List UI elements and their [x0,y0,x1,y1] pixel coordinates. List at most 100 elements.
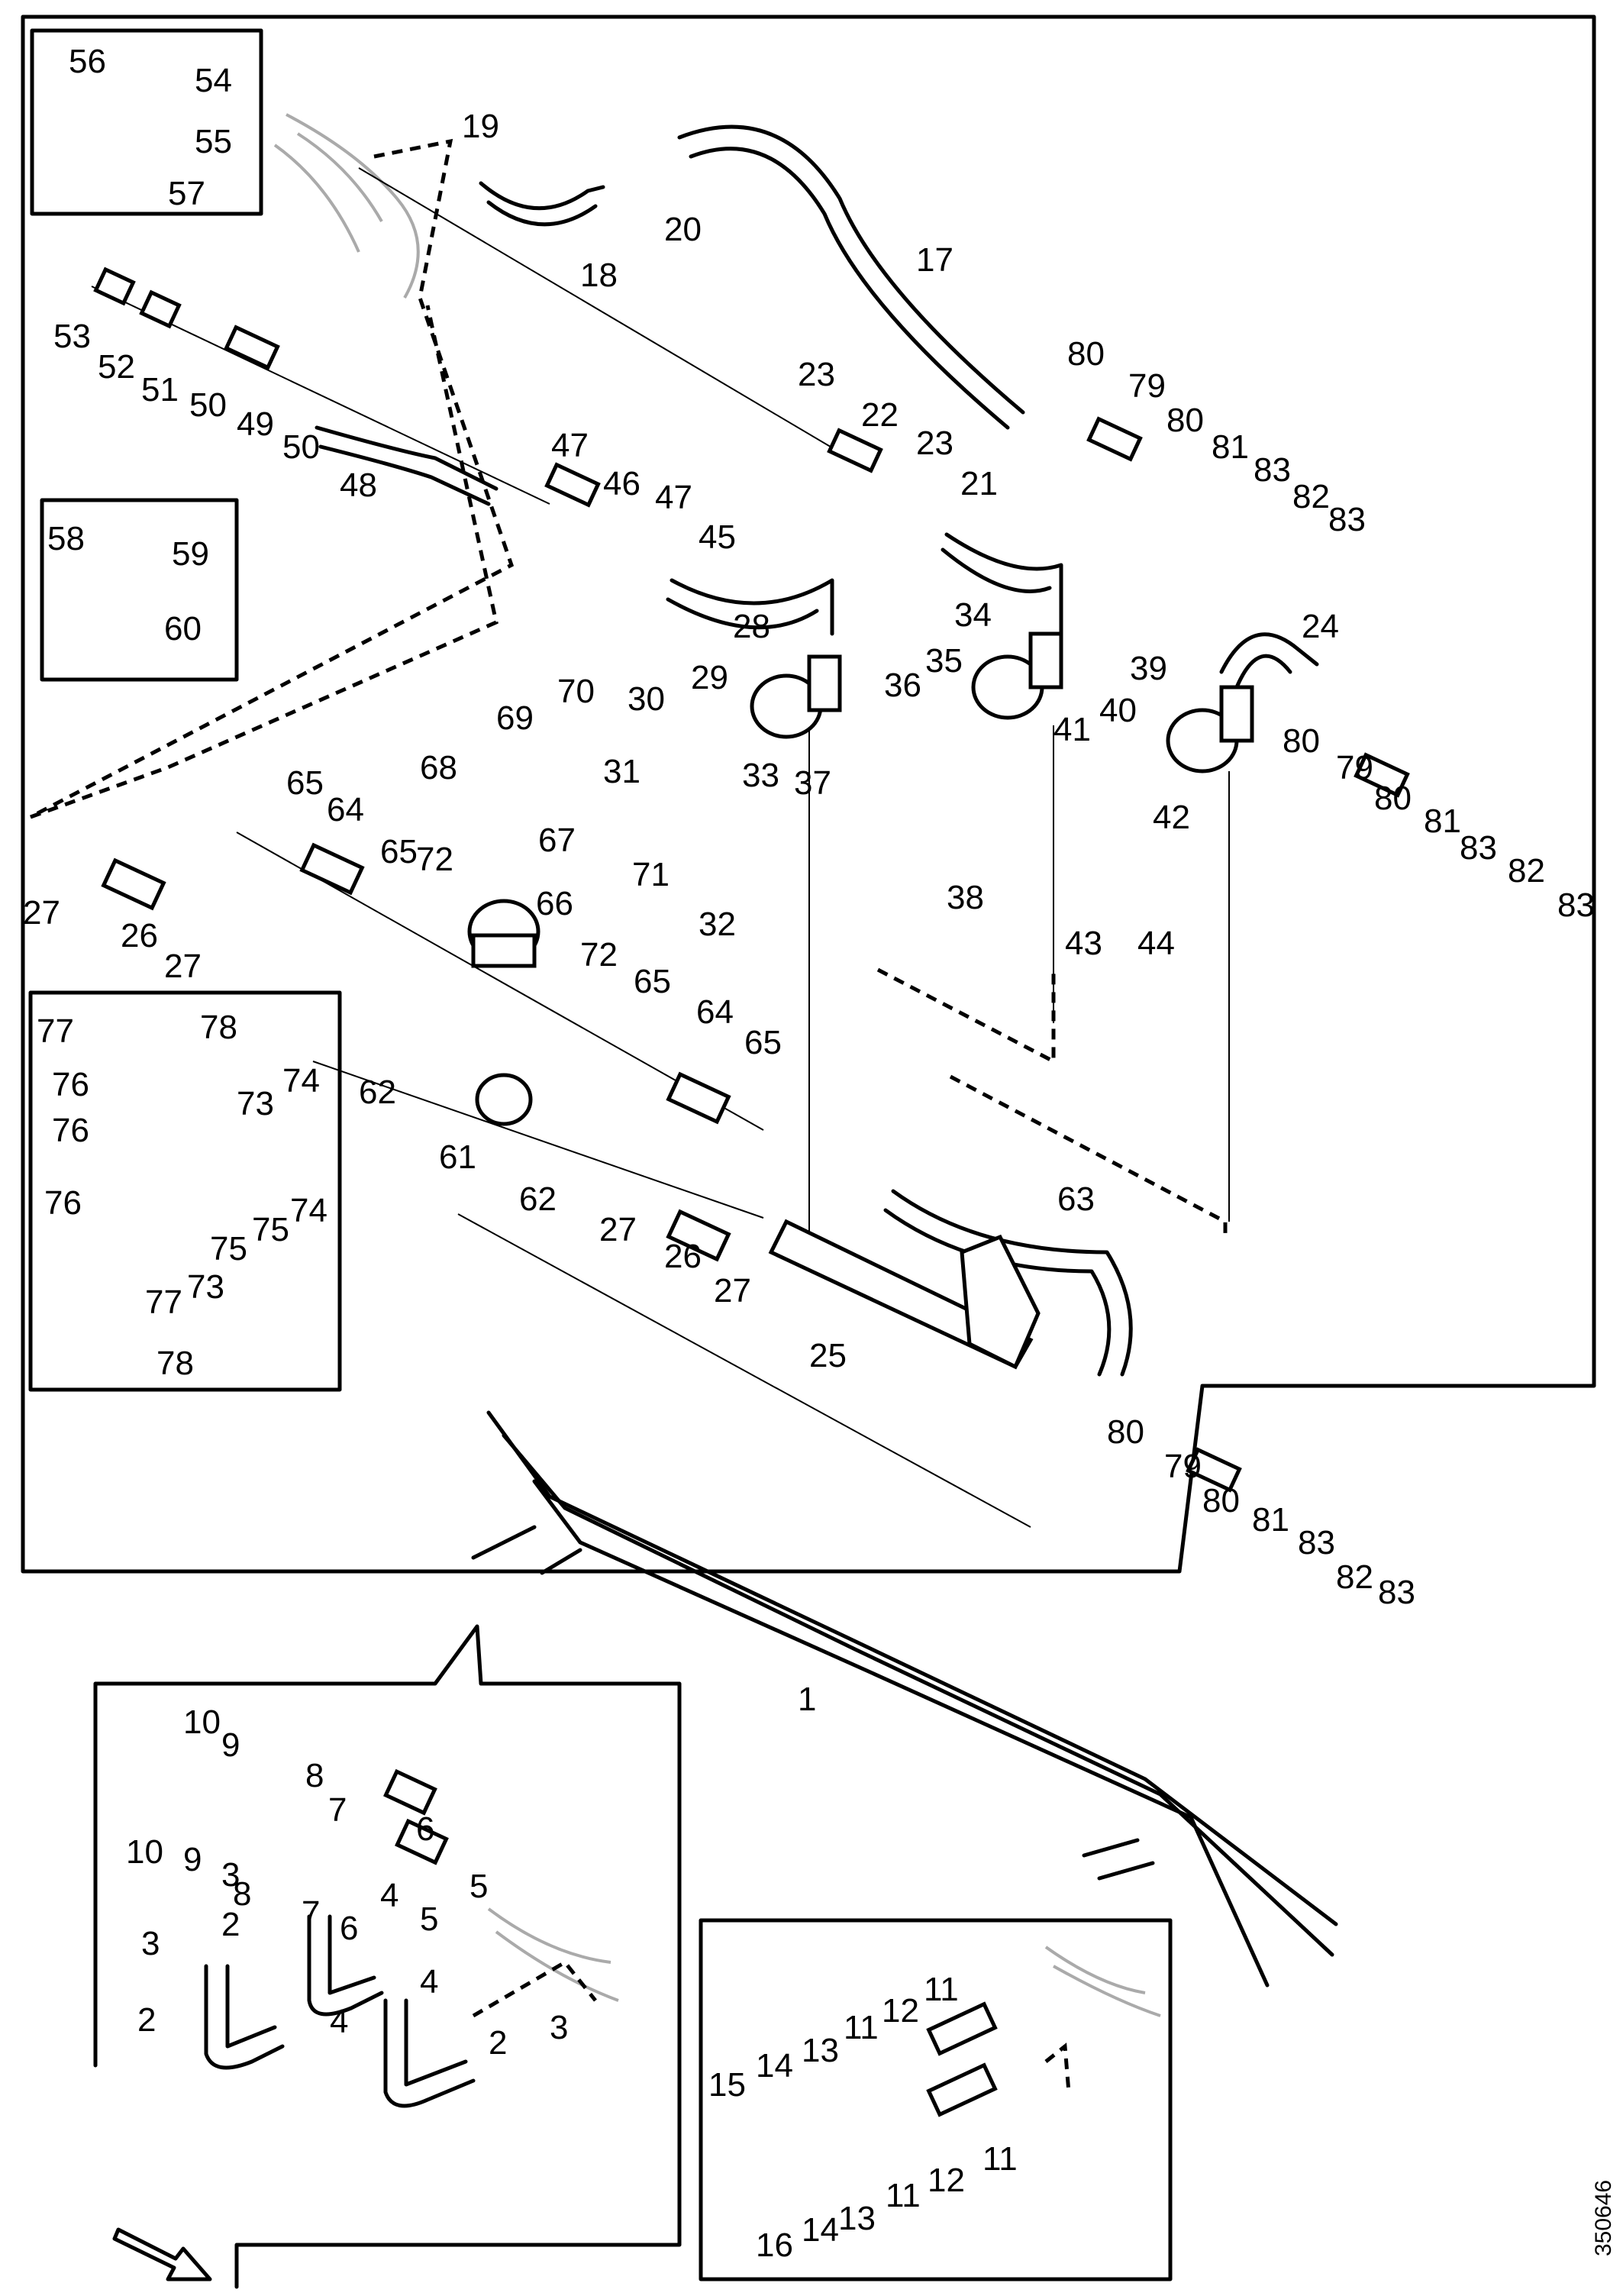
callout-2: 2 [137,2001,156,2039]
callout-7: 7 [328,1791,347,1829]
callout-82: 82 [1508,852,1545,890]
ghost-hoses [273,113,1161,2017]
callout-39: 39 [1130,650,1167,687]
callout-29: 29 [691,659,728,696]
callout-69: 69 [496,699,534,737]
valves [467,631,1254,1126]
callout-80: 80 [1166,402,1204,439]
bracket-25 [960,1234,1041,1370]
callout-45: 45 [699,518,736,556]
manifold-25 [768,1219,1034,1370]
callout-67: 67 [538,822,576,859]
callout-57: 57 [168,175,205,212]
callout-21: 21 [960,465,998,502]
callout-11: 11 [886,2177,921,2214]
centerlines [91,167,1230,1528]
callout-23: 23 [916,425,953,462]
callout-14: 14 [802,2211,839,2249]
callout-40: 40 [1099,692,1137,729]
callout-19: 19 [462,108,499,145]
inset-clip-54-57 [30,28,263,216]
callout-75: 75 [210,1230,247,1267]
callout-51: 51 [141,371,179,409]
callout-81: 81 [1212,428,1249,466]
main-frame [21,15,1596,1574]
callout-78: 78 [200,1009,237,1046]
callout-82: 82 [1292,478,1330,515]
callout-64: 64 [696,993,734,1031]
callout-8: 8 [305,1757,324,1794]
callout-26: 26 [121,917,158,954]
inset-right-lower [699,1918,1173,2281]
callout-56: 56 [69,43,106,80]
callout-83: 83 [1557,886,1595,924]
elbow-hoses-2 [204,1914,476,2108]
callout-62: 62 [519,1180,557,1218]
callout-43: 43 [1065,925,1102,962]
callout-53: 53 [53,318,91,355]
callout-31: 31 [603,753,640,790]
callout-64: 64 [327,791,364,828]
callout-63: 63 [1057,1180,1095,1218]
callout-50: 50 [189,386,227,424]
callout-80: 80 [1374,780,1412,817]
callout-82: 82 [1336,1558,1373,1596]
callout-79: 79 [1336,749,1373,786]
callout-3: 3 [550,2009,568,2046]
callout-83: 83 [1328,501,1366,538]
inset-bracket-73-78 [28,990,342,1392]
callout-80: 80 [1067,335,1105,373]
callout-4: 4 [330,2003,348,2040]
callout-4: 4 [380,1877,398,1914]
main-tube-assembly-1 [471,1410,1338,1988]
callout-2: 2 [221,1906,240,1943]
callout-8: 8 [233,1875,251,1913]
callout-27: 27 [164,948,202,985]
callout-58: 58 [47,520,85,557]
callout-7: 7 [302,1894,320,1932]
callout-76: 76 [52,1112,89,1149]
callout-42: 42 [1153,799,1190,836]
callout-25: 25 [809,1337,847,1374]
callout-34: 34 [954,596,992,634]
callout-6: 6 [340,1910,358,1947]
callout-78: 78 [156,1345,194,1382]
callout-3: 3 [141,1925,160,1962]
callout-77: 77 [145,1284,182,1321]
callout-6: 6 [416,1810,434,1848]
callout-2: 2 [489,2024,507,2062]
callout-72: 72 [580,936,618,974]
callout-62: 62 [359,1074,396,1111]
callout-61: 61 [439,1138,476,1176]
callout-35: 35 [925,642,963,680]
callout-14: 14 [756,2047,793,2084]
callout-73: 73 [237,1085,274,1122]
callout-79: 79 [1164,1448,1202,1485]
routing-dashes [29,138,1228,2093]
callout-13: 13 [838,2200,876,2237]
callout-65: 65 [286,764,324,802]
callout-83: 83 [1378,1574,1415,1611]
callout-28: 28 [733,608,770,645]
callout-37: 37 [794,764,831,802]
callout-74: 74 [282,1062,320,1100]
callout-9: 9 [183,1841,202,1878]
callout-83: 83 [1298,1524,1335,1561]
callout-49: 49 [237,405,274,443]
callout-60: 60 [164,610,202,647]
callout-81: 81 [1252,1501,1289,1539]
callout-72: 72 [416,841,453,878]
callout-50: 50 [282,428,320,466]
callout-48: 48 [340,467,377,504]
callout-11: 11 [924,1971,959,2008]
callout-59: 59 [172,535,209,573]
callout-80: 80 [1107,1413,1144,1451]
callout-65: 65 [634,963,671,1000]
callout-33: 33 [742,757,779,794]
callout-38: 38 [947,879,984,916]
callout-47: 47 [551,427,589,464]
callout-77: 77 [37,1012,74,1050]
callout-1: 1 [798,1681,816,1718]
fitting-rows [93,266,1410,2117]
callout-26: 26 [664,1238,702,1275]
